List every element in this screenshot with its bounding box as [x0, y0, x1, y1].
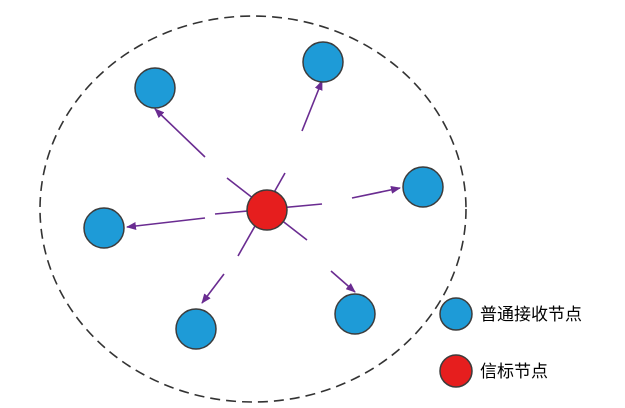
receiver-node	[134, 67, 176, 109]
arrow-to-node-bottom-left	[201, 273, 225, 304]
beacon-node	[246, 189, 288, 231]
arrow-to-node-left	[126, 217, 206, 230]
legend-beacon-label: 信标节点	[480, 362, 548, 382]
arrow-to-node-right	[351, 185, 401, 199]
legend-receiver-label: 普通接收节点	[480, 305, 582, 325]
receiver-node	[302, 41, 344, 83]
legend-beacon-icon	[439, 354, 473, 388]
arrow-to-node-bottom-right	[330, 270, 356, 293]
receiver-node	[175, 308, 217, 350]
range-boundary	[39, 15, 467, 403]
receiver-node	[402, 166, 444, 208]
arrow-to-node-top-left	[154, 108, 206, 158]
receiver-nodes	[83, 41, 444, 350]
legend: 普通接收节点 信标节点	[439, 297, 582, 388]
receiver-node	[83, 207, 125, 249]
receiver-node	[334, 293, 376, 335]
legend-receiver-icon	[439, 297, 473, 331]
arrow-to-node-top	[301, 80, 323, 132]
arrows	[126, 80, 401, 304]
